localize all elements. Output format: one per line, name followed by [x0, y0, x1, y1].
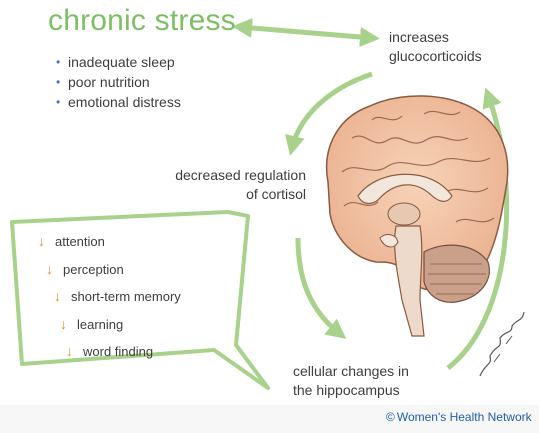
- effect-item: ↓ learning: [60, 316, 123, 332]
- effect-label: attention: [55, 234, 105, 249]
- effect-label: short-term memory: [71, 289, 181, 304]
- effect-item: ↓ short-term memory: [54, 288, 181, 304]
- down-arrow-icon: ↓: [46, 261, 53, 277]
- effect-label: word finding: [83, 344, 153, 359]
- down-arrow-icon: ↓: [54, 288, 61, 304]
- down-arrow-icon: ↓: [66, 343, 73, 359]
- effect-label: learning: [77, 317, 123, 332]
- effect-item: ↓ attention: [38, 233, 105, 249]
- copyright-symbol: ©: [386, 410, 395, 424]
- effect-item: ↓ perception: [46, 261, 124, 277]
- down-arrow-icon: ↓: [38, 233, 45, 249]
- effect-label: perception: [63, 262, 124, 277]
- down-arrow-icon: ↓: [60, 316, 67, 332]
- effect-item: ↓ word finding: [66, 343, 153, 359]
- source-credit: ©Women's Health Network: [386, 410, 532, 424]
- credit-text: Women's Health Network: [397, 410, 532, 424]
